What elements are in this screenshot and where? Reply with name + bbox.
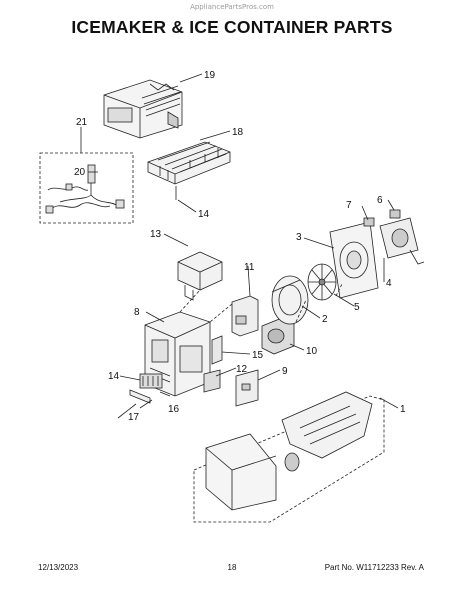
footer-page-number: 18 bbox=[227, 563, 237, 572]
callout-17: 17 bbox=[128, 412, 140, 423]
page-title: ICEMAKER & ICE CONTAINER PARTS bbox=[71, 17, 393, 37]
callout-16: 16 bbox=[168, 404, 180, 415]
callout-6: 6 bbox=[377, 195, 383, 206]
part-18-ice-tray bbox=[147, 141, 231, 200]
part-21-wire-harness bbox=[39, 152, 134, 224]
callout-7: 7 bbox=[346, 200, 352, 211]
callout-10: 10 bbox=[306, 346, 318, 357]
callout-11: 11 bbox=[244, 262, 255, 273]
part-6-7-fasteners bbox=[363, 209, 401, 227]
part-15-link bbox=[211, 335, 223, 365]
callout-3: 3 bbox=[296, 232, 302, 243]
callout-19: 19 bbox=[204, 70, 216, 81]
callout-14-top: 14 bbox=[198, 209, 210, 220]
callout-20: 20 bbox=[74, 167, 86, 178]
callout-8: 8 bbox=[134, 307, 140, 318]
part-2-gear-housing bbox=[271, 275, 309, 325]
part-3-fan-housing bbox=[329, 221, 379, 299]
part-5-fan bbox=[307, 263, 337, 301]
part-12-clip bbox=[203, 369, 221, 393]
callout-13: 13 bbox=[150, 229, 162, 240]
part-13-bracket bbox=[177, 251, 223, 301]
footer-part-number: Part No. W11712233 Rev. A bbox=[324, 563, 424, 572]
part-19-icemaker-assembly bbox=[103, 79, 183, 139]
part-14-16-17-fasteners bbox=[129, 373, 171, 404]
part-10-actuator bbox=[261, 317, 295, 355]
callout-2: 2 bbox=[322, 314, 328, 325]
part-11-switch bbox=[231, 295, 259, 337]
callout-21: 21 bbox=[76, 117, 88, 128]
callout-18: 18 bbox=[232, 127, 244, 138]
watermark: AppliancePartsPros.com bbox=[190, 3, 274, 11]
callout-14-bottom: 14 bbox=[108, 371, 120, 382]
callout-5: 5 bbox=[354, 302, 360, 313]
part-4-motor-bracket bbox=[379, 217, 425, 265]
part-9-plate bbox=[235, 369, 259, 407]
part-1-ice-container bbox=[193, 391, 385, 523]
callout-12: 12 bbox=[236, 364, 248, 375]
callout-9: 9 bbox=[282, 366, 288, 377]
callout-15: 15 bbox=[252, 350, 264, 361]
callout-1: 1 bbox=[400, 404, 406, 415]
callout-4: 4 bbox=[386, 278, 392, 289]
footer-date: 12/13/2023 bbox=[38, 563, 79, 572]
